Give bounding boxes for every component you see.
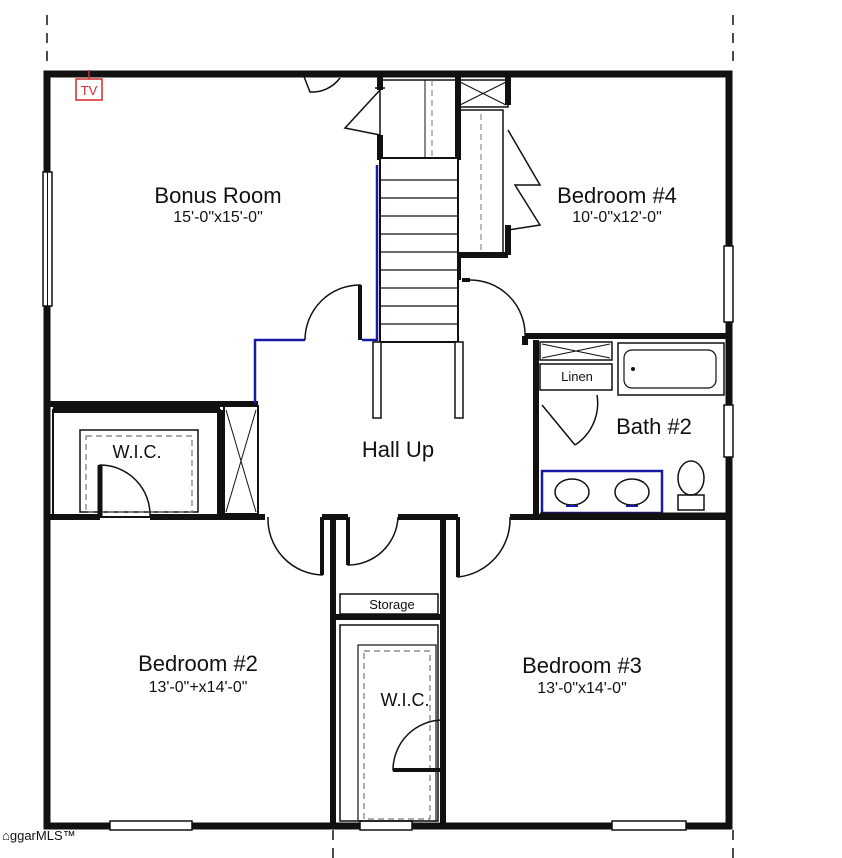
window-bath bbox=[723, 404, 734, 458]
house-logo-icon: ⌂ bbox=[2, 828, 10, 843]
tv-label: TV bbox=[81, 83, 98, 98]
wic-left-label: W.I.C. bbox=[113, 442, 162, 462]
bath-door bbox=[541, 394, 599, 446]
bed2-door bbox=[267, 516, 323, 576]
bed2-name: Bedroom #2 bbox=[138, 651, 258, 676]
watermark-text: ggarMLS™ bbox=[9, 828, 76, 843]
mls-watermark: ⌂ggarMLS™ bbox=[2, 828, 76, 843]
window-bottom-mid bbox=[359, 820, 413, 831]
bed2-size: 13'-0"+x14'-0" bbox=[149, 679, 248, 696]
upper-shaft bbox=[379, 79, 459, 159]
window-bottom-right bbox=[611, 820, 687, 831]
extension-lines bbox=[46, 15, 734, 858]
bed3-size: 13'-0"x14'-0" bbox=[537, 680, 627, 697]
vanity bbox=[540, 469, 664, 515]
wic-right-closet bbox=[339, 624, 444, 822]
wic-left-closet bbox=[52, 405, 259, 518]
bed4-closet bbox=[457, 79, 542, 256]
linen-label: Linen bbox=[561, 369, 593, 384]
storage-closet bbox=[339, 593, 439, 615]
staircase bbox=[372, 157, 464, 419]
bed4-size: 10'-0"x12'-0" bbox=[572, 209, 662, 226]
bed3-door bbox=[457, 516, 511, 578]
stair-partition-line bbox=[362, 165, 379, 342]
top-door bbox=[302, 73, 341, 93]
window-bottom-left bbox=[109, 820, 193, 831]
bed3-name: Bedroom #3 bbox=[522, 653, 642, 678]
bonus-room-size: 15'-0"x15'-0" bbox=[173, 209, 263, 226]
storage-label: Storage bbox=[369, 597, 415, 612]
toilet bbox=[677, 460, 705, 511]
hall-name: Hall Up bbox=[362, 437, 434, 462]
bathtub bbox=[617, 342, 725, 396]
bonus-room-door bbox=[304, 284, 361, 341]
bath2-name: Bath #2 bbox=[616, 414, 692, 439]
storage-door bbox=[347, 516, 399, 566]
wic-right-label: W.I.C. bbox=[381, 690, 430, 710]
bonus-room-partition-line bbox=[253, 338, 305, 404]
tv-icon: TV bbox=[75, 70, 103, 101]
bed4-name: Bedroom #4 bbox=[557, 183, 677, 208]
bonus-closet-bifold-door bbox=[343, 87, 385, 136]
window-bonus-left bbox=[42, 171, 53, 307]
linen-closet bbox=[539, 341, 613, 391]
bonus-room-name: Bonus Room bbox=[154, 183, 281, 208]
bed4-door bbox=[467, 279, 526, 339]
window-bed4-right bbox=[723, 245, 734, 323]
